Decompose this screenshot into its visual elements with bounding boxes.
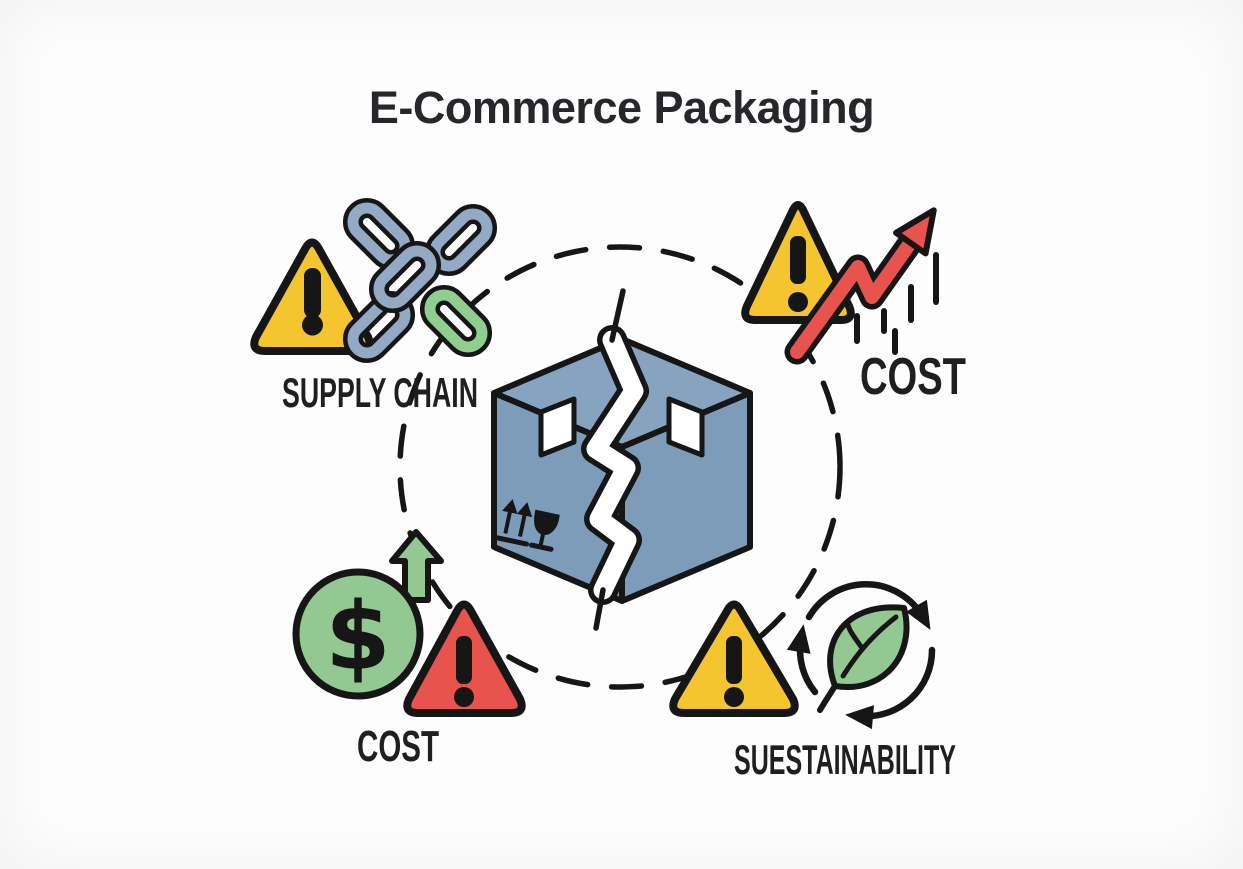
warning-triangle-red-icon — [403, 600, 526, 717]
box-flap — [538, 396, 577, 458]
cost-top-label: COST — [860, 348, 966, 406]
exclamation-dot — [454, 687, 474, 707]
supply-chain-label: SUPPLY CHAIN — [282, 369, 478, 416]
leaf-icon — [817, 604, 910, 713]
box-crack — [581, 288, 649, 631]
dashed-cycle-circle — [397, 244, 843, 690]
exclamation-bar — [456, 636, 472, 684]
exclamation-bar — [304, 268, 321, 318]
box-flap — [666, 396, 705, 458]
sustainability-label: SUESTAINABILITY — [734, 736, 956, 783]
exclamation-bar — [790, 236, 806, 284]
falling-dashes — [854, 252, 939, 355]
exclamation-dot — [788, 292, 808, 312]
dollar-coin-icon: $ — [292, 568, 424, 700]
exclamation-dot — [302, 314, 323, 336]
exclamation-dot — [724, 687, 744, 707]
broken-package-box-icon — [491, 288, 753, 631]
cost-bottom-group: $ COST — [292, 529, 526, 771]
shipping-marks-icon — [492, 499, 560, 552]
warning-triangle-icon — [669, 600, 799, 717]
broken-chain-icon — [342, 197, 498, 364]
sustainability-group: SUESTAINABILITY — [669, 581, 956, 783]
supply-chain-group: SUPPLY CHAIN — [250, 197, 498, 416]
page-title: E-Commerce Packaging — [368, 82, 875, 133]
box-right-face — [619, 390, 753, 604]
warning-triangle-icon — [741, 201, 855, 324]
exclamation-bar — [726, 636, 742, 684]
growth-arrow-icon — [389, 529, 444, 603]
recycle-arrows-icon — [786, 581, 936, 730]
chain-link-icon — [368, 240, 442, 314]
cost-top-group: COST — [741, 201, 966, 406]
chain-link-green-icon — [419, 284, 493, 358]
rising-cost-arrow-icon — [784, 207, 937, 365]
cost-bottom-label: COST — [357, 722, 439, 771]
dollar-glyph: $ — [325, 583, 390, 692]
